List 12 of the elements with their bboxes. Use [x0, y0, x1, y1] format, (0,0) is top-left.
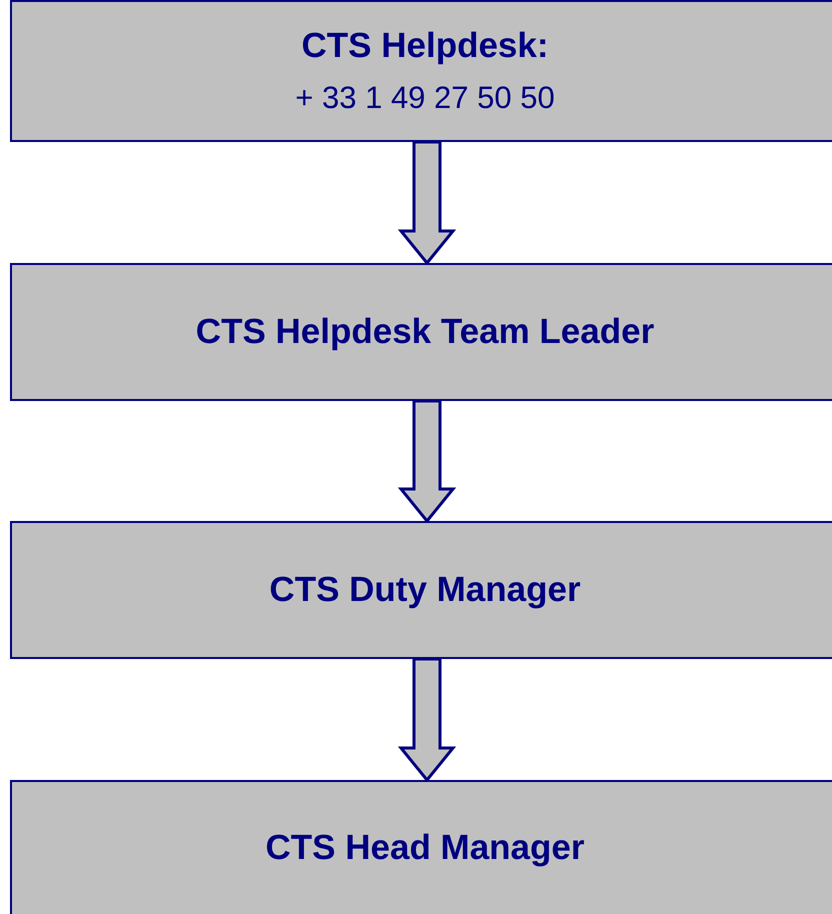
phone-number: + 33 1 49 27 50 50	[295, 80, 555, 116]
process-box	[10, 263, 832, 401]
box-title: CTS Head Manager	[266, 828, 584, 868]
process-box	[10, 0, 832, 142]
block-arrow	[398, 400, 456, 524]
box-title: CTS Helpdesk Team Leader	[196, 312, 654, 352]
box-title: CTS Duty Manager	[269, 570, 581, 610]
process-box	[10, 780, 832, 914]
block-arrow	[398, 658, 456, 782]
box-title: CTS Helpdesk:	[302, 26, 548, 66]
block-arrow	[398, 140, 456, 266]
process-box	[10, 521, 832, 659]
